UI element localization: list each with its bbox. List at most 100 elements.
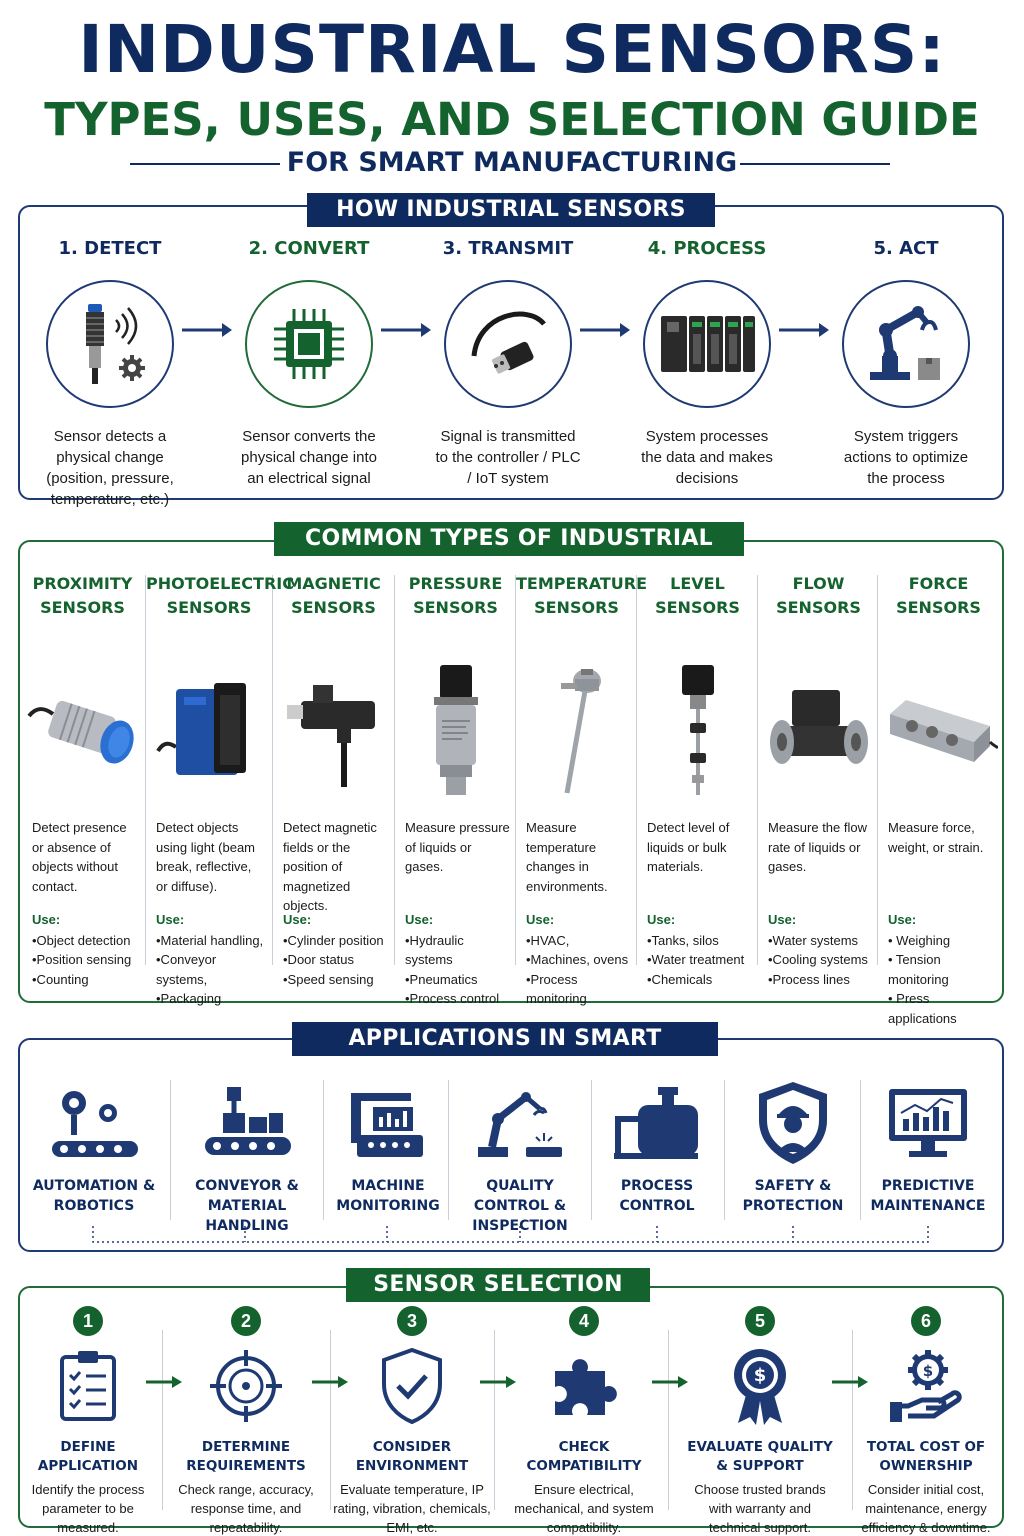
shield-check-icon	[332, 1342, 492, 1430]
app-label: SAFETY & PROTECTION	[742, 1178, 844, 1214]
how-step-desc: Sensor detects a physical change (positi…	[46, 428, 174, 508]
step-number: 6	[911, 1306, 941, 1336]
cable-connector-icon	[444, 280, 572, 408]
sensor-type-desc: Measure pressure of liquids or gases.	[405, 820, 510, 874]
sensor-type-magnetic: MAGNETIC SENSORS Detect magnetic fields …	[273, 572, 394, 992]
sensor-type-desc: Measure temperature changes in environme…	[526, 820, 608, 894]
use-item: • Press applications	[888, 991, 957, 1026]
use-item: •Counting	[32, 971, 89, 987]
applications-title: APPLICATIONS IN SMART MANUFACTURING	[292, 1022, 718, 1085]
magnetic-sensor-icon	[273, 656, 394, 806]
how-step-desc: System triggers actions to optimize the …	[843, 428, 969, 487]
page-title: INDUSTRIAL SENSORS:	[78, 11, 946, 88]
column-divider	[145, 575, 146, 965]
use-item: •Door status	[283, 952, 355, 967]
temperature-sensor-icon	[516, 656, 637, 806]
column-divider	[591, 1080, 592, 1220]
gears-conveyor-icon	[30, 1078, 158, 1168]
flow-sensor-icon	[758, 656, 879, 806]
arrow-right-icon	[180, 320, 234, 345]
use-label: Use:	[647, 912, 676, 927]
sensor-type-uses: Use: •Object detection •Position sensing…	[22, 910, 143, 989]
hand-gear-dollar-icon: $	[846, 1342, 1006, 1430]
how-step-act: 5. ACT System triggers actions to optimi…	[816, 238, 996, 489]
puzzle-icon	[504, 1342, 664, 1430]
use-label: Use:	[526, 912, 555, 927]
step-number: 5	[745, 1306, 775, 1336]
app-predictive-maintenance: PREDICTIVE MAINTENANCE	[866, 1078, 990, 1216]
sensor-type-name: FLOW SENSORS	[776, 574, 861, 617]
sensor-type-uses: Use: •Water systems •Cooling systems •Pr…	[758, 910, 879, 989]
column-divider	[636, 575, 637, 965]
sensor-type-uses: Use: •Hydraulic systems •Pneumatics •Pro…	[395, 910, 516, 1009]
app-safety-protection: SAFETY & PROTECTION	[733, 1078, 853, 1216]
sensor-type-force: FORCE SENSORS Measure force, weight, or …	[878, 572, 999, 1026]
app-label: CONVEYOR & MATERIAL HANDLING	[195, 1178, 299, 1234]
sensor-type-desc: Detect magnetic fields or the position o…	[283, 820, 377, 913]
award-badge-icon: $	[680, 1342, 840, 1430]
sensor-type-desc: Detect presence or absence of objects wi…	[32, 820, 127, 894]
column-divider	[323, 1080, 324, 1220]
use-item: •Process control	[405, 991, 500, 1006]
sensor-type-uses: Use: •Tanks, silos •Water treatment •Che…	[637, 910, 758, 989]
how-step-convert: 2. CONVERT Sensor converts the physical …	[219, 238, 399, 489]
use-label: Use:	[283, 912, 312, 927]
selection-step-compatibility: 4 CHECK COMPATIBILITY Ensure electrical,…	[504, 1306, 664, 1536]
step-number: 3	[397, 1306, 427, 1336]
column-divider	[494, 1330, 495, 1510]
arrow-right-icon	[830, 1374, 870, 1395]
sensor-type-name: FORCE SENSORS	[896, 574, 981, 617]
sensor-type-desc: Detect objects using light (beam break, …	[156, 820, 255, 894]
sensor-type-name: PROXIMITY SENSORS	[32, 574, 133, 617]
how-step-desc: System processes the data and makes deci…	[641, 428, 773, 487]
column-divider	[330, 1330, 331, 1510]
step-desc: Check range, accuracy, response time, an…	[178, 1482, 314, 1535]
arrow-right-icon	[578, 320, 632, 345]
step-label: EVALUATE QUALITY & SUPPORT	[687, 1439, 833, 1474]
use-item: • Weighing	[888, 932, 951, 948]
step-number: 4	[569, 1306, 599, 1336]
use-item: • Tension monitoring	[888, 952, 949, 987]
step-desc: Identify the process parameter to be mea…	[31, 1482, 145, 1535]
app-automation-robotics: AUTOMATION & ROBOTICS	[30, 1078, 158, 1216]
arrow-right-icon	[310, 1374, 350, 1395]
level-sensor-icon	[637, 656, 758, 806]
shield-worker-icon	[733, 1078, 853, 1168]
use-label: Use:	[888, 912, 917, 927]
step-label: CONSIDER ENVIRONMENT	[355, 1439, 469, 1474]
tank-pipe-icon	[600, 1078, 714, 1168]
how-sensors-work-title: HOW INDUSTRIAL SENSORS WORK	[307, 193, 715, 256]
sensor-type-level: LEVEL SENSORS Detect level of liquids or…	[637, 572, 758, 992]
sensor-type-name: TEMPERATURE SENSORS	[516, 574, 648, 617]
conveyor-boxes-icon	[172, 1078, 322, 1168]
column-divider	[724, 1080, 725, 1220]
use-label: Use:	[405, 912, 434, 927]
use-item: •Pneumatics	[405, 971, 478, 987]
app-label: MACHINE MONITORING	[336, 1178, 440, 1214]
step-number: 1	[73, 1306, 103, 1336]
sensor-type-desc: Measure the flow rate of liquids or gase…	[768, 820, 867, 874]
app-machine-monitoring: MACHINE MONITORING	[330, 1078, 446, 1216]
use-label: Use:	[32, 912, 61, 927]
photoelectric-sensor-icon	[146, 656, 272, 806]
use-item: •Conveyor systems,	[156, 952, 217, 987]
column-divider	[877, 575, 878, 965]
clipboard-icon	[8, 1342, 168, 1430]
sensor-type-desc: Measure force, weight, or strain.	[888, 820, 984, 855]
how-step-label: 2. CONVERT	[248, 238, 370, 259]
page-subtitle: TYPES, USES, AND SELECTION GUIDE	[44, 93, 980, 146]
column-divider	[162, 1330, 163, 1510]
app-process-control: PROCESS CONTROL	[600, 1078, 714, 1216]
sensor-type-pressure: PRESSURE SENSORS Measure pressure of liq…	[395, 572, 516, 1006]
use-item: •Object detection	[32, 932, 131, 948]
step-desc: Consider initial cost, maintenance, ener…	[861, 1482, 991, 1535]
svg-text:$: $	[923, 1362, 933, 1380]
crosshair-icon	[166, 1342, 326, 1430]
how-step-label: 5. ACT	[873, 238, 939, 259]
arrow-right-icon	[777, 320, 831, 345]
arrow-right-icon	[144, 1374, 184, 1395]
selection-step-define: 1 DEFINE APPLICATION Identify the proces…	[8, 1306, 168, 1536]
use-label: Use:	[768, 912, 797, 927]
app-label: PROCESS CONTROL	[619, 1178, 695, 1214]
sensor-type-uses: Use: •Material handling, •Conveyor syste…	[146, 910, 272, 1009]
